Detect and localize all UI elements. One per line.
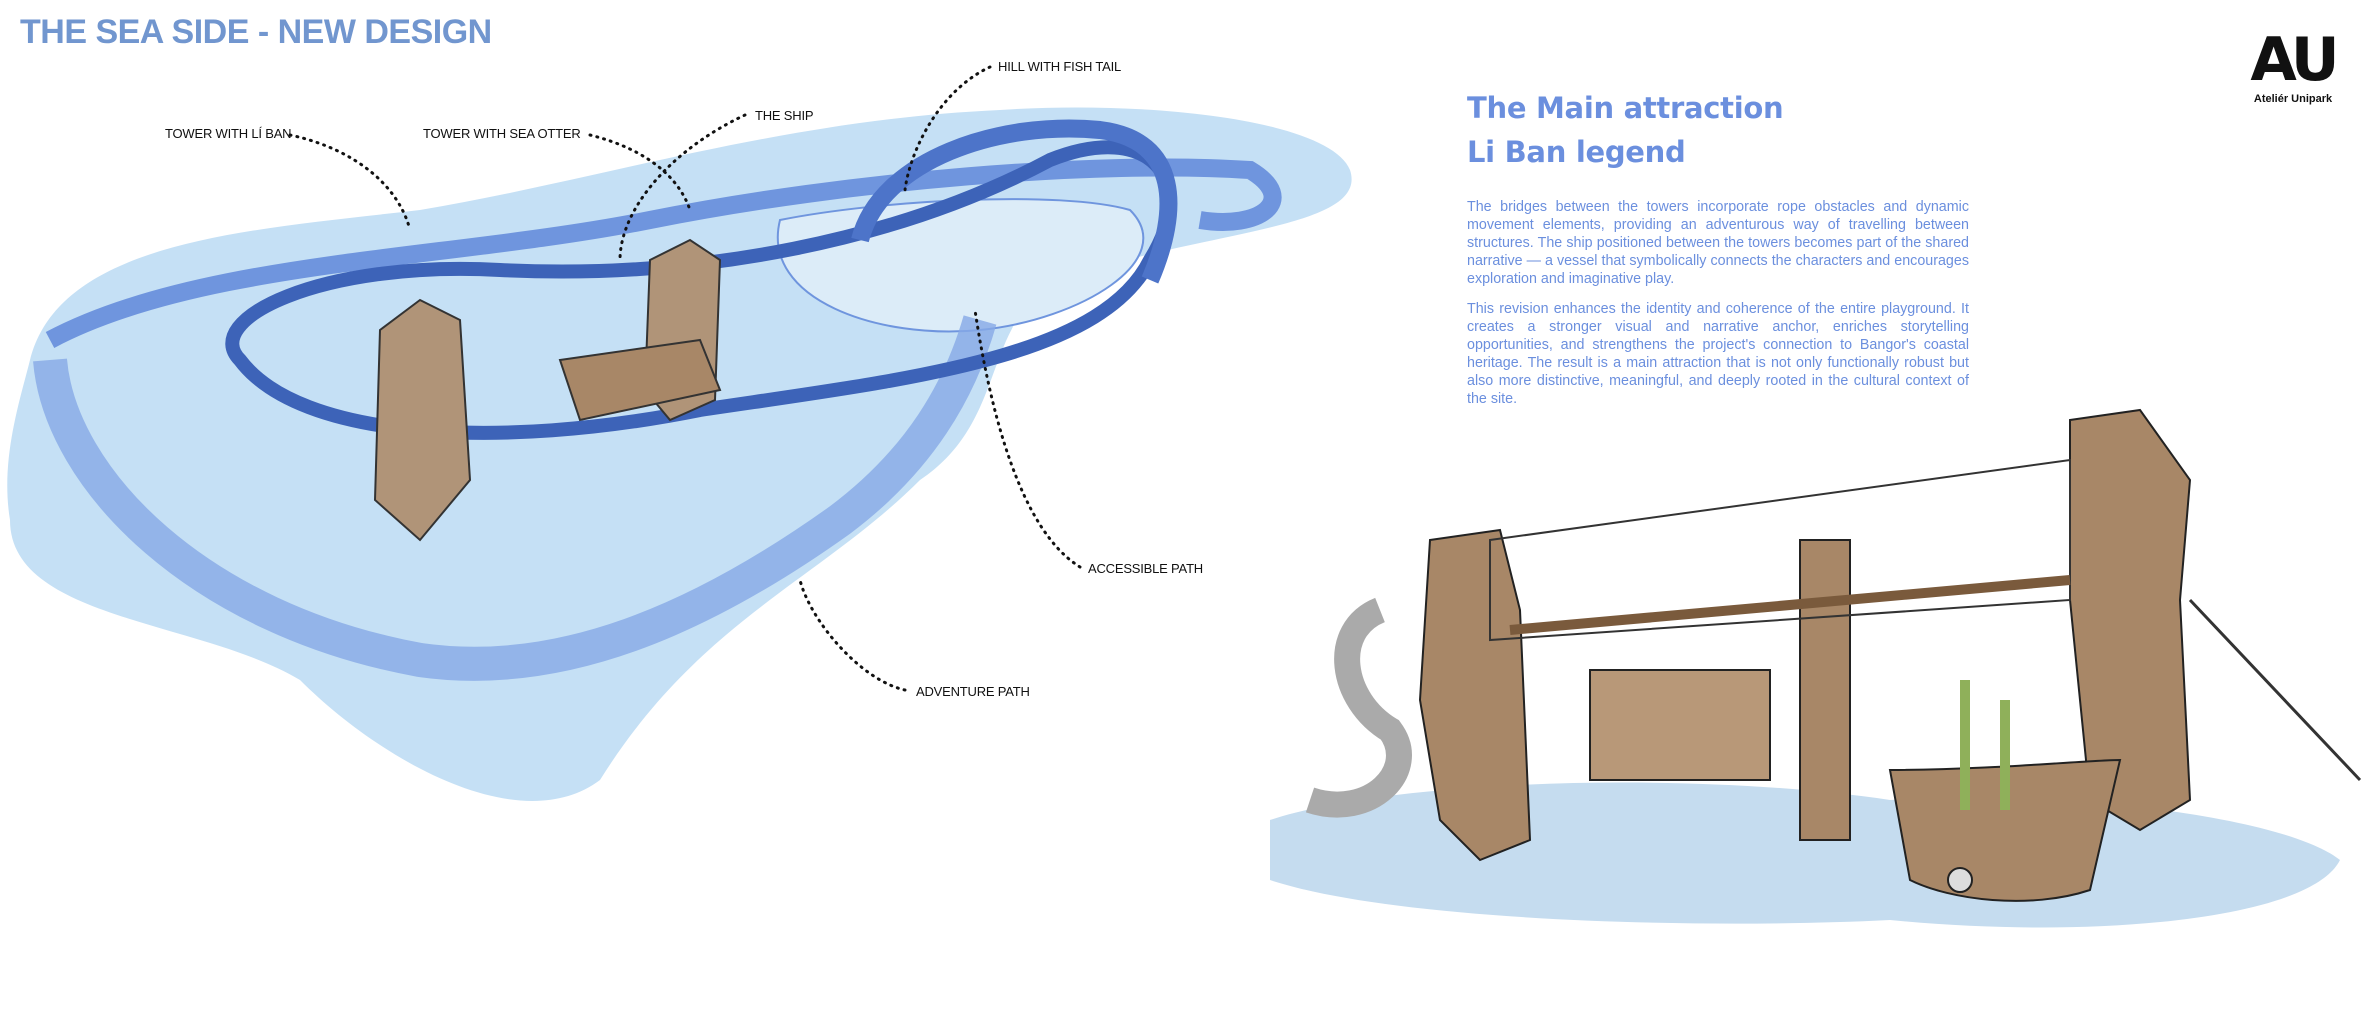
leader-line-the-ship	[618, 113, 747, 262]
leader-line-hill-fish-tail	[903, 65, 992, 192]
ship-hull	[1888, 758, 2122, 902]
main-attraction-text: The Main attraction Li Ban legend The br…	[1467, 88, 1969, 420]
ramp	[2188, 598, 2362, 782]
label-tower-with-sea-otter: TOWER WITH SEA OTTER	[423, 126, 581, 141]
bridge-deck	[1509, 575, 2071, 635]
leader-line-accessible-path	[973, 308, 1082, 569]
logo-name: Ateliér Unipark	[2253, 93, 2333, 105]
atelier-unipark-logo: AU Ateliér Unipark	[2238, 30, 2348, 106]
green-post	[1960, 680, 1970, 810]
left-tower	[1418, 528, 1532, 862]
adventure-path	[33, 315, 997, 681]
slide	[1305, 597, 1412, 818]
site-plan-illustration	[7, 65, 1352, 801]
center-post	[1799, 539, 1851, 841]
bridge	[1489, 458, 2071, 642]
leader-line-tower-li-ban	[288, 133, 412, 232]
description-paragraph: The bridges between the towers incorpora…	[1467, 199, 1969, 287]
leader-line-tower-sea-otter	[588, 133, 692, 212]
logo-mark: AU	[2250, 25, 2339, 95]
main-attraction-sketch	[1270, 408, 2362, 928]
ship-deck	[1589, 669, 1771, 781]
tower-li-ban	[373, 298, 472, 542]
heading-li-ban-legend: Li Ban legend	[1467, 135, 1686, 169]
heading-main-attraction: The Main attraction	[1467, 91, 1784, 125]
label-hill-with-fish-tail: HILL WITH FISH TAIL	[998, 59, 1122, 74]
label-adventure-path: ADVENTURE PATH	[916, 684, 1030, 699]
porthole	[1947, 867, 1973, 893]
accessible-path	[45, 158, 1282, 348]
the-ship	[558, 338, 722, 422]
right-tower	[2069, 408, 2192, 832]
description-paragraph: This revision enhances the identity and …	[1467, 301, 1969, 407]
label-the-ship: THE SHIP	[755, 108, 814, 123]
green-post	[2000, 700, 2010, 810]
leader-line-adventure-path	[798, 578, 907, 692]
hill-with-fish-tail	[851, 119, 1178, 284]
callout-leader-lines	[288, 65, 1082, 692]
label-tower-with-li-ban: TOWER WITH LÍ BAN	[165, 126, 292, 141]
label-accessible-path: ACCESSIBLE PATH	[1088, 561, 1203, 576]
page-title: THE SEA SIDE - NEW DESIGN	[20, 13, 492, 51]
